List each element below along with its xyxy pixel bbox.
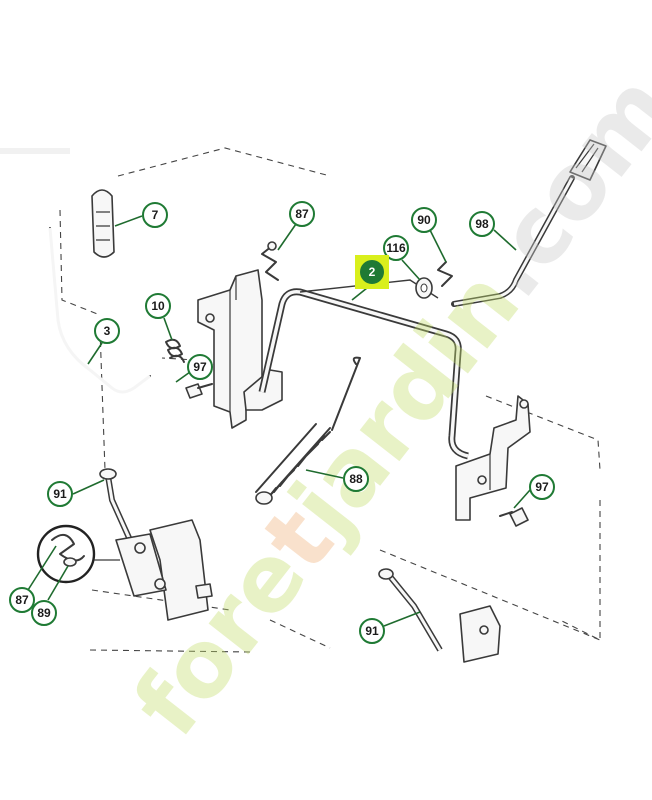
callout-91-right-label: 91 (365, 624, 379, 638)
background-band (0, 148, 70, 154)
callout-116-label: 116 (386, 241, 406, 255)
callout-7[interactable]: 7 (142, 202, 168, 228)
callout-88[interactable]: 88 (343, 466, 369, 492)
callout-91-right[interactable]: 91 (359, 618, 385, 644)
detail-inset (36, 524, 120, 584)
bolt-part-97-left (185, 383, 213, 399)
lower-left-bracket (115, 519, 213, 621)
callout-97-left[interactable]: 97 (187, 354, 213, 380)
callout-87-bottom[interactable]: 87 (9, 587, 35, 613)
callout-2-highlighted[interactable]: 2 (355, 255, 389, 289)
callout-89-label: 89 (37, 606, 51, 620)
callout-97-right[interactable]: 97 (529, 474, 555, 500)
hairpin-clip-part-87-top (261, 241, 279, 281)
right-bracket (455, 395, 531, 521)
callout-10[interactable]: 10 (145, 293, 171, 319)
lever-rod-part-3 (48, 227, 151, 394)
watermark: foretjardin.com (113, 55, 652, 756)
callout-7-label: 7 (152, 208, 159, 222)
callout-90[interactable]: 90 (411, 207, 437, 233)
callout-2-label: 2 (369, 265, 376, 279)
grip-part-7 (91, 189, 115, 258)
callout-89[interactable]: 89 (31, 600, 57, 626)
callout-97-left-label: 97 (193, 360, 207, 374)
callout-88-label: 88 (349, 472, 363, 486)
hairpin-clip-part-90 (437, 261, 453, 287)
svg-text:foretjardin.com: foretjardin.com (113, 55, 652, 756)
callout-87-bottom-label: 87 (15, 593, 29, 607)
callout-116[interactable]: 116 (383, 235, 409, 261)
pedal-lever-part-91-right (378, 568, 501, 663)
washer-part-116 (415, 277, 433, 299)
callout-3[interactable]: 3 (94, 318, 120, 344)
pedal-lever-part-91-left (99, 468, 133, 542)
bolt-part-97-right (499, 507, 529, 527)
callout-91-left[interactable]: 91 (47, 481, 73, 507)
callout-91-left-label: 91 (53, 487, 67, 501)
callout-87-top-label: 87 (295, 207, 309, 221)
tension-spring-part-88 (255, 356, 361, 505)
callout-97-right-label: 97 (535, 480, 549, 494)
callout-3-label: 3 (104, 324, 111, 338)
control-rod-part-98 (451, 139, 607, 307)
dashed-frame (59, 147, 601, 653)
callout-87-top[interactable]: 87 (289, 201, 315, 227)
callout-98[interactable]: 98 (469, 211, 495, 237)
callout-98-label: 98 (475, 217, 489, 231)
callouts: 7 87 90 98 116 2 (9, 201, 555, 644)
callout-90-label: 90 (417, 213, 431, 227)
callout-10-label: 10 (151, 299, 165, 313)
